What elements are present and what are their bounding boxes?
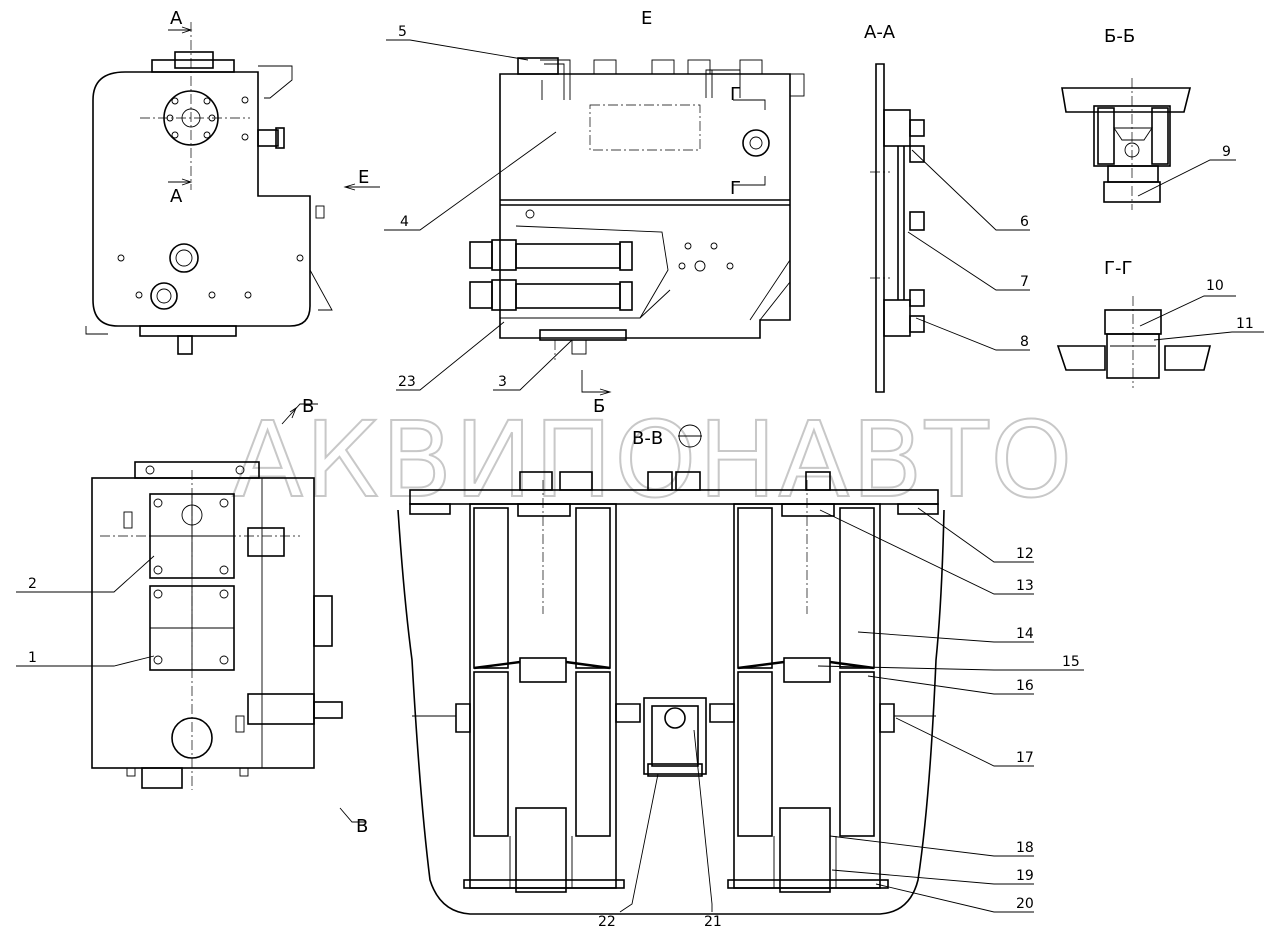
front-view	[85, 22, 380, 355]
watermark: АКВИПОНАВТО	[232, 399, 1074, 521]
section-title-g-g: Г-Г	[1104, 258, 1132, 279]
section-mark-a-bottom: А	[170, 186, 183, 207]
section-mark-g-bottom: Г	[730, 178, 741, 199]
view-v	[91, 403, 366, 823]
callout-11: 11	[1236, 316, 1254, 332]
callout-7: 7	[1020, 274, 1029, 290]
callout-10: 10	[1206, 278, 1224, 294]
section-v-v	[397, 424, 945, 915]
callout-18: 18	[1016, 840, 1034, 856]
callout-3: 3	[498, 374, 507, 390]
view-mark-v-top: В	[302, 396, 314, 417]
view-e	[469, 57, 805, 396]
section-mark-g-top: Г	[730, 84, 741, 105]
callout-15: 15	[1062, 654, 1080, 670]
callout-22: 22	[598, 914, 616, 930]
section-mark-a-top: А	[170, 8, 183, 29]
callout-5: 5	[398, 24, 407, 40]
section-mark-b: Б	[593, 396, 605, 417]
callout-12: 12	[1016, 546, 1034, 562]
callout-8: 8	[1020, 334, 1029, 350]
section-a-a	[870, 63, 925, 393]
section-b-b	[1061, 78, 1192, 210]
view-mark-v-bottom: В	[356, 816, 368, 837]
callout-6: 6	[1020, 214, 1029, 230]
section-g-g	[1056, 296, 1212, 388]
callout-2: 2	[28, 576, 37, 592]
section-title-a-a: А-А	[864, 22, 896, 43]
section-title-v-v: В-В	[632, 428, 663, 449]
callout-17: 17	[1016, 750, 1034, 766]
callout-16: 16	[1016, 678, 1034, 694]
callout-21: 21	[704, 914, 722, 930]
callout-19: 19	[1016, 868, 1034, 884]
callout-4: 4	[400, 214, 409, 230]
callout-23: 23	[398, 374, 416, 390]
view-title-e: Е	[641, 8, 652, 29]
callout-leaders	[16, 39, 1264, 913]
callout-13: 13	[1016, 578, 1034, 594]
section-title-b-b: Б-Б	[1104, 26, 1135, 47]
callout-9: 9	[1222, 144, 1231, 160]
callout-20: 20	[1016, 896, 1034, 912]
callout-14: 14	[1016, 626, 1034, 642]
view-arrow-e-label: Е	[358, 167, 369, 188]
callout-1: 1	[28, 650, 37, 666]
